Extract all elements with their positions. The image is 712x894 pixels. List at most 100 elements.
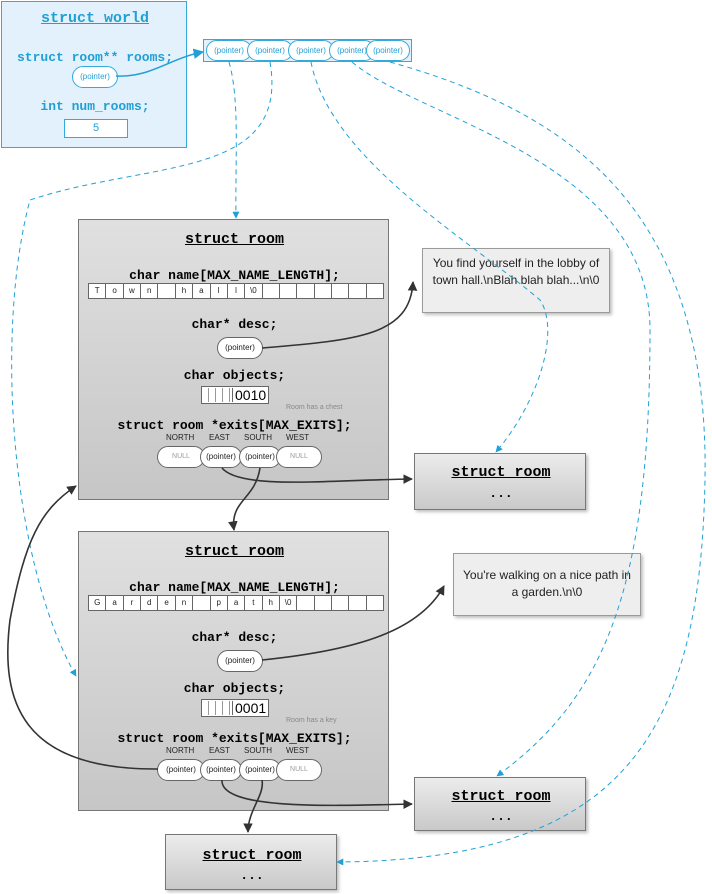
- room-desc-label: char* desc;: [191, 317, 278, 332]
- name-char-cell: T: [89, 284, 107, 298]
- dir-west: WEST: [286, 746, 310, 755]
- name-char-cell: [349, 284, 367, 298]
- room1-east-arrow: [221, 467, 413, 484]
- name-char-cell: h: [176, 284, 194, 298]
- dir-south: SOUTH: [244, 746, 272, 755]
- exit-south: (pointer): [239, 446, 281, 468]
- room-objects-label: char objects;: [183, 681, 286, 696]
- name-char-cell: l: [228, 284, 246, 298]
- exit-west: NULL: [276, 759, 322, 781]
- room-name-label: char name[MAX_NAME_LENGTH];: [129, 268, 340, 283]
- name-char-cell: [349, 596, 367, 610]
- room-exits-label: struct room *exits[MAX_EXITS];: [117, 731, 352, 746]
- room1-desc-arrow: [261, 281, 418, 349]
- bits-unused: [202, 701, 233, 715]
- name-char-cell: [280, 284, 298, 298]
- room2-south-arrow: [243, 779, 264, 833]
- name-char-cell: h: [263, 596, 280, 610]
- exit-west: NULL: [276, 446, 322, 468]
- name-char-cell: [193, 596, 211, 610]
- small-room-3: struct room ...: [165, 834, 337, 890]
- room-exits-label: struct room *exits[MAX_EXITS];: [117, 418, 352, 433]
- world-rooms-label: struct room** rooms;: [16, 50, 174, 65]
- room2-desc-arrow: [261, 585, 445, 661]
- name-char-cell: [158, 284, 176, 298]
- struct-world-box: struct world struct room** rooms; (point…: [1, 1, 187, 148]
- rooms-array-arrow-2: [310, 61, 549, 453]
- dir-east: EAST: [209, 433, 230, 442]
- world-num-rooms-value: 5: [64, 119, 128, 138]
- room2-north-arrow: [7, 485, 159, 770]
- name-char-cell: t: [245, 596, 263, 610]
- room-desc-label: char* desc;: [191, 630, 278, 645]
- small-room-ellipsis: ...: [489, 809, 513, 824]
- dir-north: NORTH: [166, 433, 195, 442]
- room-objects-bits: 0001: [201, 699, 269, 717]
- name-char-cell: p: [211, 596, 228, 610]
- name-char-cell: l: [211, 284, 228, 298]
- name-char-cell: n: [176, 596, 194, 610]
- room-objects-note: Room has a chest: [286, 404, 343, 411]
- name-char-cell: \0: [245, 284, 263, 298]
- room-objects-label: char objects;: [183, 368, 286, 383]
- name-char-cell: o: [106, 284, 124, 298]
- world-title: struct world: [40, 10, 150, 27]
- small-room-title: struct room: [451, 788, 551, 805]
- small-room-title: struct room: [202, 847, 302, 864]
- name-char-cell: [297, 284, 315, 298]
- name-char-cell: [263, 284, 280, 298]
- name-char-cell: G: [89, 596, 107, 610]
- name-char-cell: a: [228, 596, 246, 610]
- room-objects-value: 0010: [235, 387, 267, 403]
- room-name-label: char name[MAX_NAME_LENGTH];: [129, 580, 340, 595]
- name-char-cell: e: [158, 596, 176, 610]
- rooms-array-arrow-1: [11, 61, 273, 677]
- small-room-2: struct room ...: [414, 777, 586, 831]
- name-char-cell: [332, 596, 350, 610]
- rooms-array-arrow-0: [228, 61, 240, 219]
- name-char-cell: [332, 284, 350, 298]
- room-desc-pointer: (pointer): [217, 650, 263, 672]
- room-desc-pointer: (pointer): [217, 337, 263, 359]
- room-title: struct room: [184, 231, 285, 248]
- small-room-ellipsis: ...: [240, 868, 264, 883]
- name-char-cell: d: [141, 596, 159, 610]
- dir-north: NORTH: [166, 746, 195, 755]
- room-title: struct room: [184, 543, 285, 560]
- rooms-array-arrow-4: [336, 61, 706, 866]
- rooms-array-cell: (pointer): [366, 40, 410, 61]
- room-garden-path-desc-string: You're walking on a nice path in a garde…: [453, 553, 641, 616]
- dir-west: WEST: [286, 433, 310, 442]
- room2-east-arrow: [221, 779, 413, 810]
- room-objects-note: Room has a key: [286, 717, 337, 724]
- name-char-cell: w: [124, 284, 142, 298]
- name-char-cell: \0: [280, 596, 298, 610]
- dir-east: EAST: [209, 746, 230, 755]
- name-char-cell: a: [106, 596, 124, 610]
- room-objects-value: 0001: [235, 700, 267, 716]
- small-room-title: struct room: [451, 464, 551, 481]
- room-town-hall-desc-string: You find yourself in the lobby of town h…: [422, 248, 610, 313]
- name-char-cell: r: [124, 596, 142, 610]
- room1-south-arrow: [228, 467, 261, 531]
- name-char-cell: [315, 596, 333, 610]
- room-objects-bits: 0010: [201, 386, 269, 404]
- rooms-pointer-arrow: [115, 48, 205, 77]
- rooms-array-arrow-3: [351, 61, 651, 777]
- rooms-array-cell: (pointer): [288, 40, 334, 61]
- dir-south: SOUTH: [244, 433, 272, 442]
- small-room-1: struct room ...: [414, 453, 586, 510]
- name-char-cell: a: [193, 284, 211, 298]
- small-room-ellipsis: ...: [489, 486, 513, 501]
- name-char-cell: [315, 284, 333, 298]
- room-garden-path: struct room char name[MAX_NAME_LENGTH]; …: [78, 531, 389, 811]
- bits-unused: [202, 388, 233, 402]
- world-rooms-pointer: (pointer): [72, 66, 118, 88]
- world-num-rooms-label: int num_rooms;: [40, 99, 150, 114]
- room-town-hall: struct room char name[MAX_NAME_LENGTH]; …: [78, 219, 389, 500]
- name-char-cell: [297, 596, 315, 610]
- name-char-cell: n: [141, 284, 159, 298]
